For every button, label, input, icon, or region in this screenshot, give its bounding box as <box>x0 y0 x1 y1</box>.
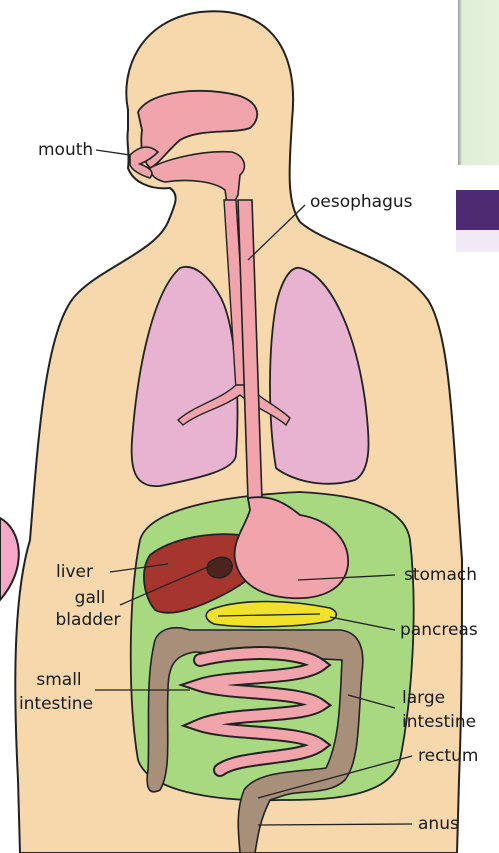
partial-organ-left-edge <box>0 518 19 600</box>
label-small: small <box>14 670 104 690</box>
gall-bladder <box>207 557 232 578</box>
label-pancreas: pancreas <box>400 620 478 640</box>
label-stomach: stomach <box>404 565 477 585</box>
background-panel <box>458 0 499 165</box>
label-intestine-large: intestine <box>402 712 476 732</box>
label-gall: gall <box>62 588 118 608</box>
label-anus: anus <box>418 814 459 834</box>
label-rectum: rectum <box>418 746 478 766</box>
label-intestine-small: intestine <box>6 694 106 714</box>
purple-bar <box>456 190 499 230</box>
label-liver: liver <box>56 562 93 582</box>
label-mouth: mouth <box>38 140 93 160</box>
light-panel <box>456 230 499 252</box>
label-oesophagus: oesophagus <box>310 192 413 212</box>
label-large: large <box>402 688 445 708</box>
label-bladder: bladder <box>48 610 128 630</box>
